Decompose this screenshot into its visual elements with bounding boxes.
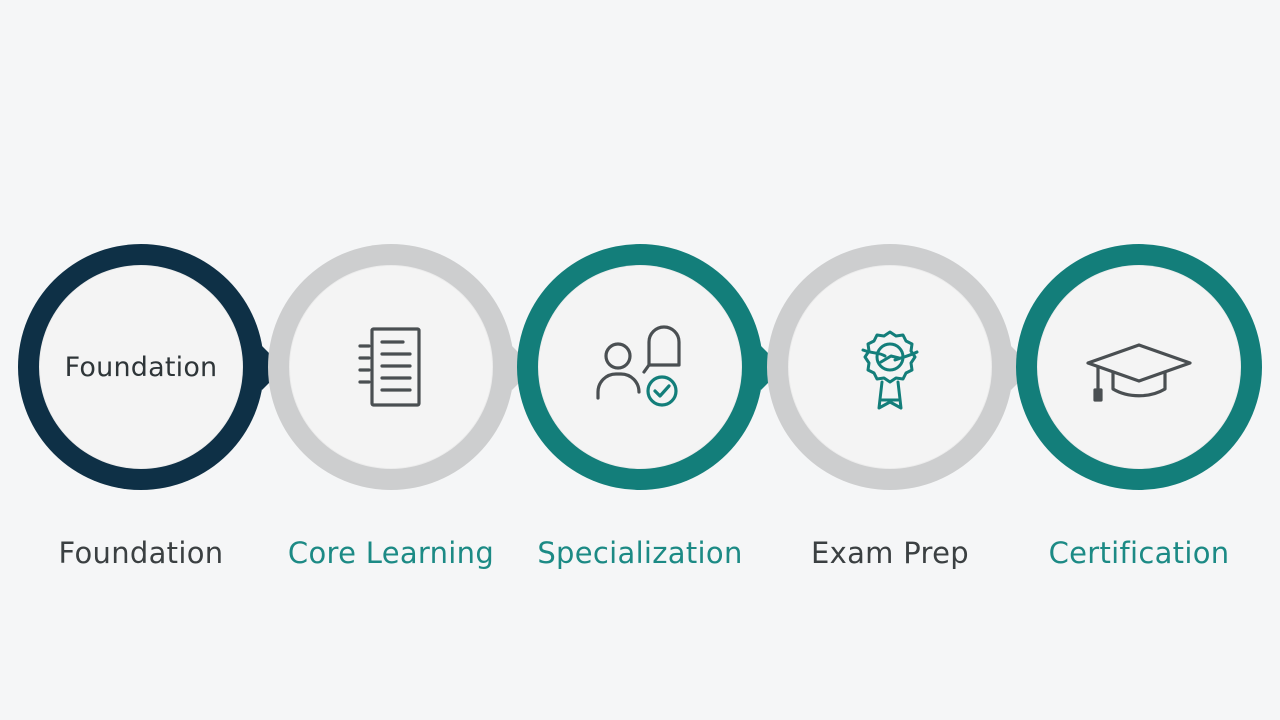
caption-foundation: Foundation xyxy=(58,536,224,570)
step-exam-prep-inner xyxy=(788,265,992,469)
step-foundation-circle: Foundation xyxy=(18,244,264,490)
step-core-learning-inner xyxy=(289,265,493,469)
caption-core-learning: Core Learning xyxy=(287,536,495,570)
caption-exam-prep: Exam Prep xyxy=(811,536,969,570)
step-core-learning-circle xyxy=(268,244,514,490)
graduation-cap-icon xyxy=(1086,343,1192,402)
step-exam-prep-circle xyxy=(767,244,1013,490)
user-checkmark-icon xyxy=(596,325,681,407)
award-badge-icon xyxy=(861,330,919,410)
document-list-icon xyxy=(358,327,421,407)
step-foundation-inner-label: Foundation xyxy=(64,351,218,383)
step-certification-inner xyxy=(1037,265,1241,469)
caption-specialization: Specialization xyxy=(537,536,743,570)
caption-certification: Certification xyxy=(1048,536,1230,570)
step-certification-circle xyxy=(1016,244,1262,490)
step-specialization-inner xyxy=(538,265,742,469)
step-specialization-circle xyxy=(517,244,763,490)
step-foundation-inner: Foundation xyxy=(39,265,243,469)
